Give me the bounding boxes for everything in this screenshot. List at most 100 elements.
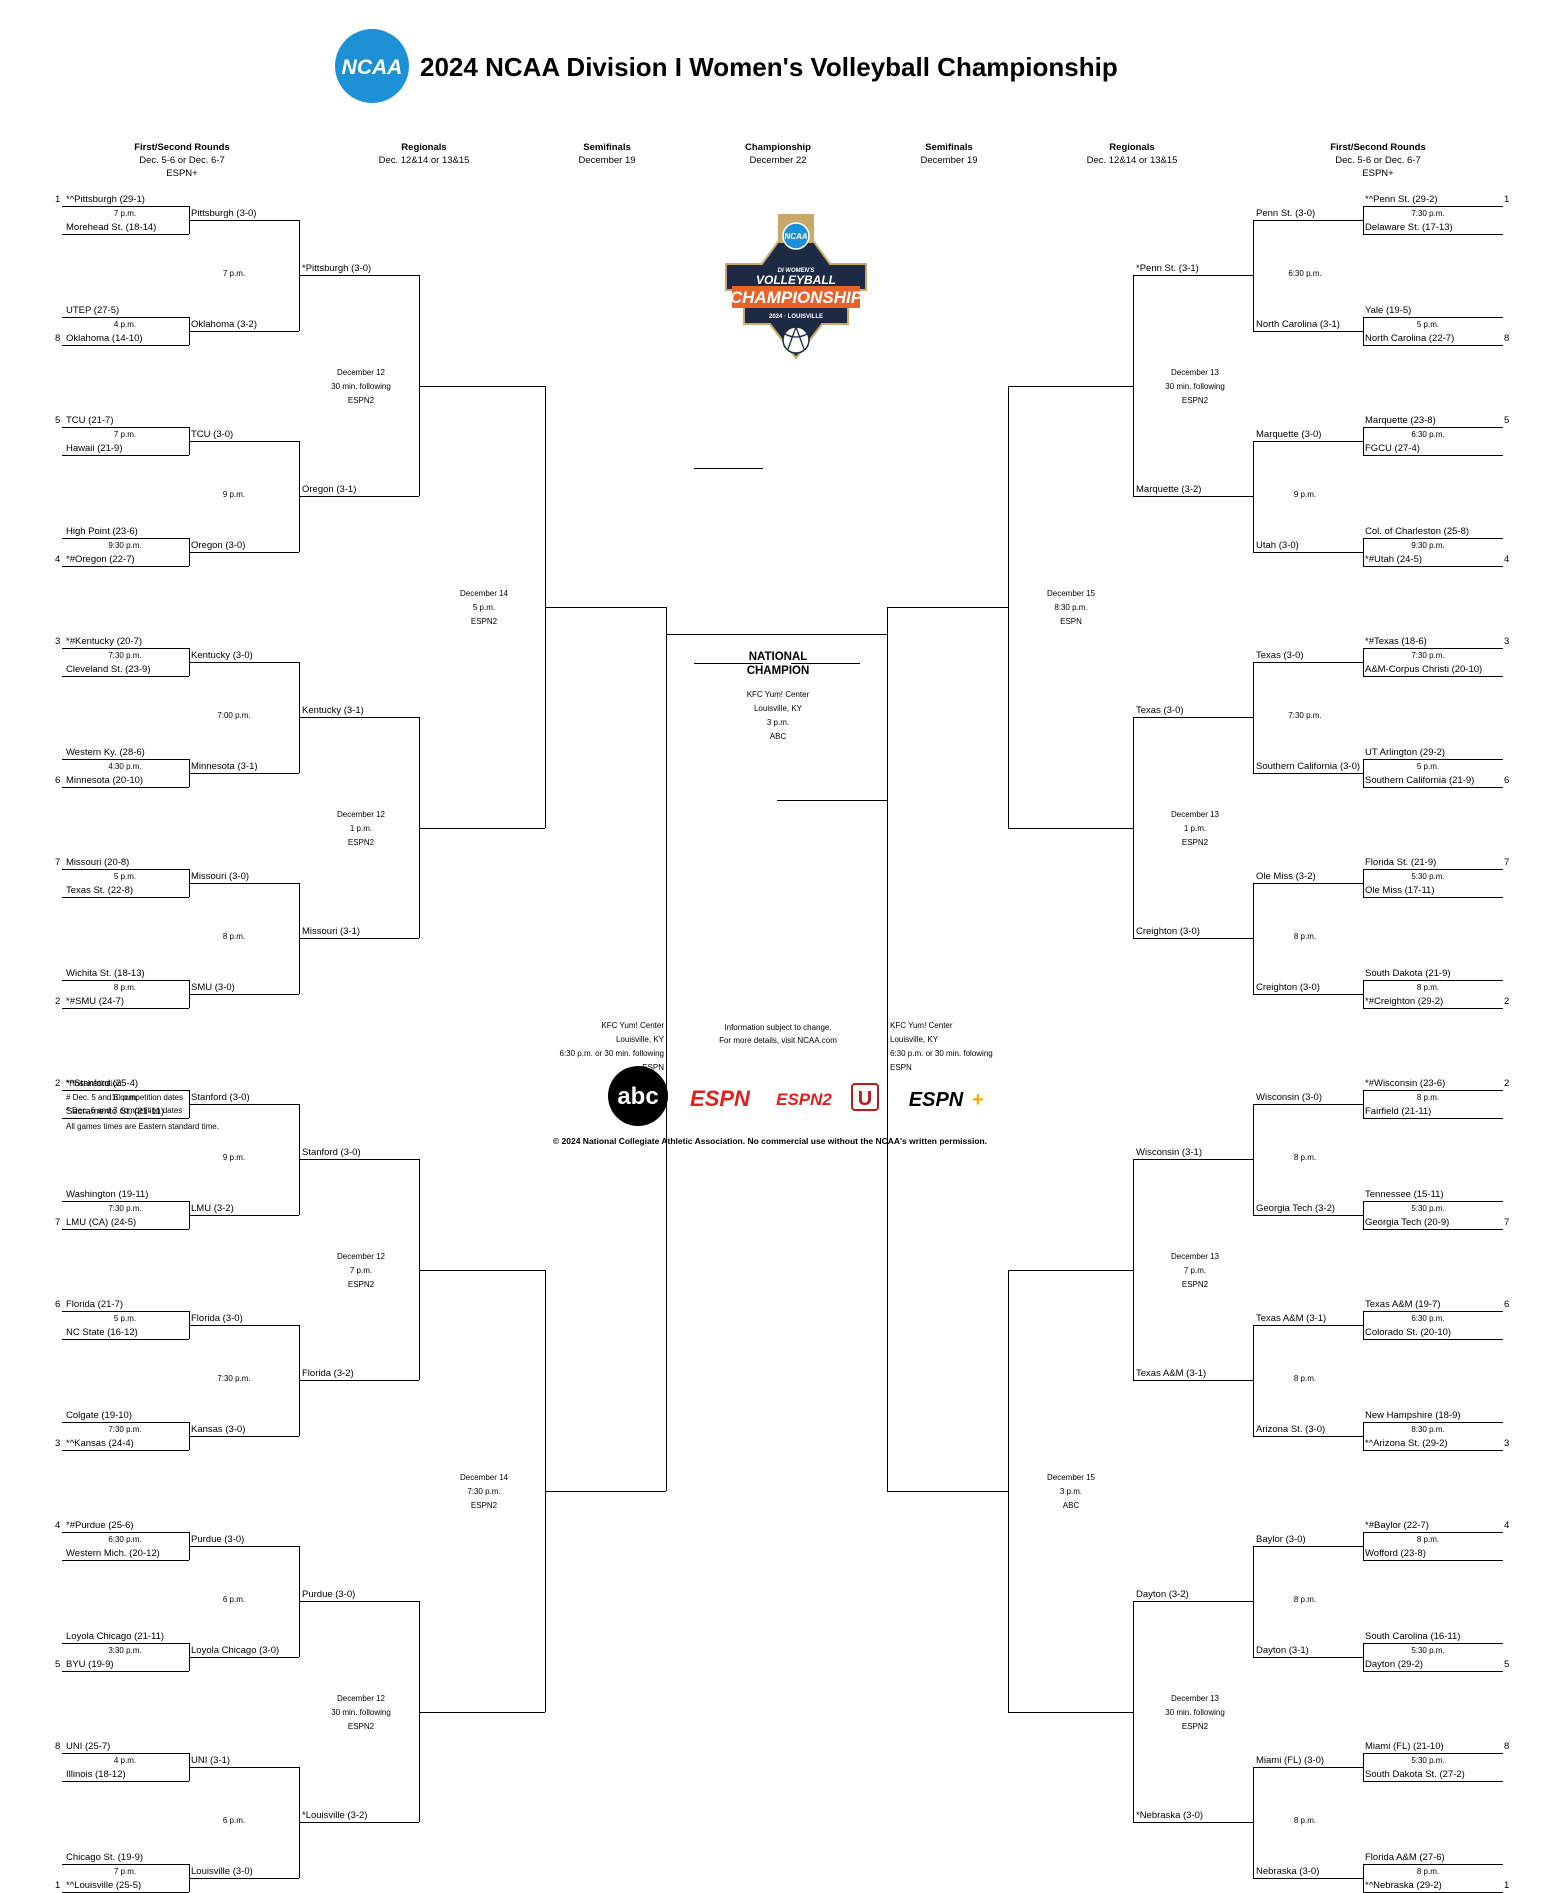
bracket-line xyxy=(1253,662,1363,663)
bracket-line xyxy=(299,1822,419,1824)
game-time: 7:30 p.m. xyxy=(1411,209,1445,218)
bracket-line xyxy=(1133,1159,1253,1161)
game-time: 10 p.m. xyxy=(111,1093,139,1102)
seed-number: 2 xyxy=(1504,995,1510,1007)
bracket-line xyxy=(1008,1711,1133,1713)
championship-info: KFC Yum! Center xyxy=(746,690,810,699)
bracket-line xyxy=(545,1490,666,1492)
game-info: 30 min. following xyxy=(331,381,391,391)
bracket-line xyxy=(1363,1449,1503,1451)
round-header: Regionals xyxy=(401,142,447,153)
game-info: December 14 xyxy=(459,588,509,598)
bracket-line xyxy=(62,1090,189,1091)
bracket-line xyxy=(1363,1670,1503,1672)
bracket-line xyxy=(1133,275,1134,497)
team-name: Loyola Chicago (3-0) xyxy=(191,1644,280,1656)
team-name: Missouri (20-8) xyxy=(66,857,130,868)
team-name: Utah (3-0) xyxy=(1256,539,1299,551)
bracket-line xyxy=(62,786,189,788)
bracket-line xyxy=(1133,938,1253,940)
bracket-line xyxy=(62,1891,189,1893)
game-info: 7:30 p.m. xyxy=(467,1486,501,1496)
bracket-line xyxy=(1253,330,1363,332)
game-time: 5:30 p.m. xyxy=(1411,1645,1445,1655)
team-name: Louisville (3-0) xyxy=(191,1865,253,1877)
round-header-date: Dec. 5-6 or Dec. 6-7 xyxy=(139,155,225,166)
bracket-line xyxy=(419,1269,545,1271)
bracket-line xyxy=(62,234,189,235)
bracket-line xyxy=(299,717,419,719)
team-name: Oklahoma (3-2) xyxy=(191,318,257,330)
team-name: Kansas (3-0) xyxy=(191,1423,246,1435)
bracket-line xyxy=(1363,427,1364,455)
team-name: Western Ky. (28-6) xyxy=(66,746,145,758)
game-info: December 15 xyxy=(1046,1472,1096,1482)
game-time: 5:30 p.m. xyxy=(1411,1756,1445,1765)
bracket-line xyxy=(1363,1339,1503,1340)
game-time: 5 p.m. xyxy=(1416,761,1440,771)
bracket-line xyxy=(1253,883,1254,994)
game-info: 30 min. following xyxy=(1165,381,1225,391)
game-time: 7:00 p.m. xyxy=(217,711,251,721)
bracket-line xyxy=(545,606,666,608)
bracket-line xyxy=(1363,1421,1503,1423)
bracket-line xyxy=(666,634,887,635)
team-name: SMU (3-0) xyxy=(191,981,235,993)
team-name: Kentucky (3-0) xyxy=(191,650,253,661)
bracket-line xyxy=(62,1118,189,1119)
game-time: 4:30 p.m. xyxy=(108,761,142,771)
team-name: Morehead St. (18-14) xyxy=(66,222,157,233)
team-name: Purdue (3-0) xyxy=(191,1534,245,1545)
game-info: December 13 xyxy=(1170,1693,1220,1703)
team-name: Wofford (23-8) xyxy=(1365,1548,1426,1559)
team-name: Creighton (3-0) xyxy=(1256,981,1320,993)
espn-logo: ESPN xyxy=(690,1086,751,1111)
team-name: Penn St. (3-0) xyxy=(1256,208,1316,219)
team-name: *^Kansas (24-4) xyxy=(66,1437,134,1449)
bracket-line xyxy=(62,537,189,539)
game-time: 9:30 p.m. xyxy=(108,540,142,550)
team-name: Minnesota (3-1) xyxy=(191,760,258,772)
team-name: *#Oregon (22-7) xyxy=(66,553,135,565)
bracket-line xyxy=(189,993,299,995)
bracket-line xyxy=(1363,1753,1503,1754)
bracket-line xyxy=(1363,206,1503,207)
team-name: South Carolina (16-11) xyxy=(1365,1630,1461,1642)
team-name: North Carolina (22-7) xyxy=(1365,332,1455,344)
bracket-line xyxy=(62,1642,189,1644)
game-info: ESPN2 xyxy=(347,1279,375,1289)
seed-number: 4 xyxy=(55,553,61,565)
game-info: ESPN2 xyxy=(1181,837,1209,847)
game-info: ESPN xyxy=(890,1062,912,1072)
team-name: *Nebraska (3-0) xyxy=(1136,1810,1204,1822)
bracket-line xyxy=(62,869,189,870)
game-info: ESPN2 xyxy=(470,1500,498,1510)
team-name: Col. of Charleston (25-8) xyxy=(1365,525,1470,537)
seed-number: 8 xyxy=(1504,332,1510,344)
bracket-line xyxy=(62,1228,189,1230)
champ-logo-line1: DI WOMEN'S xyxy=(778,268,815,274)
team-name: Miami (FL) (3-0) xyxy=(1256,1755,1325,1766)
bracket-line xyxy=(1363,1118,1503,1119)
bracket-line xyxy=(1363,676,1503,677)
bracket-line xyxy=(1133,717,1253,719)
espnu-logo: U xyxy=(858,1088,872,1110)
game-info: ESPN2 xyxy=(1181,395,1209,405)
championship-info: Louisville, KY xyxy=(753,704,803,713)
plus-icon: + xyxy=(972,1089,984,1111)
espn2-logo: ESPN2 xyxy=(776,1090,832,1109)
bracket-line xyxy=(189,1325,299,1326)
footnote: All games times are Eastern standard tim… xyxy=(66,1122,219,1131)
game-info: December 15 xyxy=(1046,588,1096,598)
footnote: *Host institution. xyxy=(66,1079,124,1088)
team-name: A&M-Corpus Christi (20-10) xyxy=(1365,664,1483,675)
game-info: December 12 xyxy=(336,1693,386,1703)
bracket-line xyxy=(189,1877,299,1879)
round-header: First/Second Rounds xyxy=(134,142,230,153)
team-name: High Point (23-6) xyxy=(66,525,138,537)
game-time: 8 p.m. xyxy=(1293,1153,1317,1163)
bracket-line xyxy=(1363,427,1503,428)
bracket-line xyxy=(189,662,299,663)
game-time: 9:30 p.m. xyxy=(1411,540,1445,550)
seed-number: 6 xyxy=(1504,774,1510,786)
